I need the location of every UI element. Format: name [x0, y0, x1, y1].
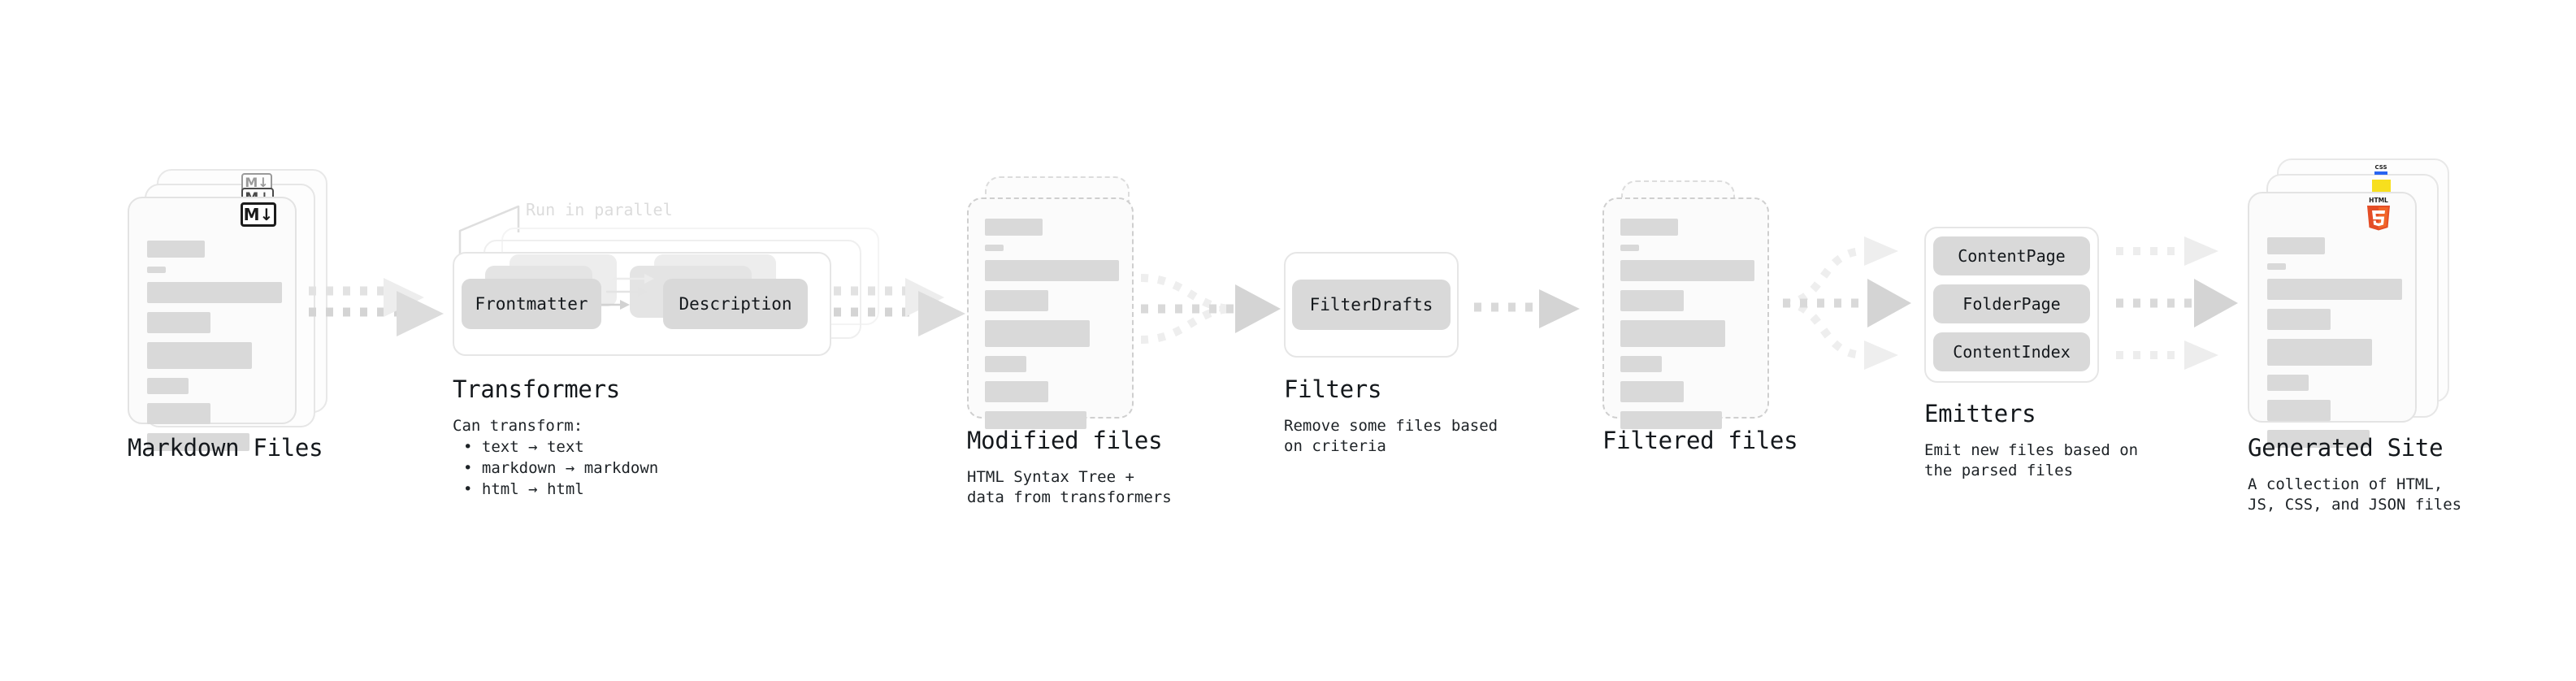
- doc-line: [1620, 411, 1723, 429]
- transformers-bullet-1: • markdown → markdown: [463, 459, 659, 477]
- site-card-front: [2248, 192, 2417, 448]
- html5-badge-icon: HTML: [2367, 197, 2390, 231]
- javascript-badge-icon: [2372, 180, 2391, 193]
- doc-line: [147, 342, 253, 369]
- doc-line: [147, 282, 282, 303]
- doc-line: [985, 411, 1087, 429]
- doc-line: [985, 260, 1119, 281]
- modified-files-description: HTML Syntax Tree + data from transformer…: [967, 468, 1172, 506]
- css-badge-label: CSS: [2374, 164, 2387, 171]
- markdown-card-front: [128, 197, 297, 451]
- markdown-badge-icon: M↓: [241, 202, 276, 227]
- doc-line: [985, 381, 1048, 402]
- css-badge-bar: [2374, 171, 2387, 175]
- stage-title-filters: Filters: [1284, 375, 1382, 403]
- transformers-bullet-2: • html → html: [463, 480, 584, 498]
- doc-line: [147, 241, 206, 258]
- connector-filters-to-filtered: [1474, 289, 1580, 328]
- modified-card-lines: [985, 219, 1119, 438]
- transformer-node-description[interactable]: Description: [663, 279, 808, 329]
- doc-line: [2267, 237, 2326, 254]
- emitter-node-folderpage[interactable]: FolderPage: [1933, 284, 2090, 323]
- transformers-bullet-0: • text → text: [463, 438, 584, 456]
- markdown-card-lines: [147, 241, 282, 460]
- doc-line: [147, 378, 189, 394]
- doc-line: [147, 312, 211, 333]
- doc-line: [2267, 339, 2373, 366]
- doc-line: [2267, 279, 2402, 300]
- doc-line: [2267, 430, 2370, 448]
- filters-description: Remove some files based on criteria: [1284, 417, 1498, 455]
- doc-line: [1620, 381, 1684, 402]
- filtered-card-lines: [1620, 219, 1754, 438]
- stage-title-emitters: Emitters: [1924, 400, 2036, 427]
- doc-line: [985, 320, 1090, 347]
- filtered-card-front: [1602, 197, 1769, 429]
- css3-badge-icon: CSS: [2374, 165, 2387, 175]
- connector-transformers-to-modified: [834, 278, 965, 336]
- doc-line: [1620, 320, 1725, 347]
- emitters-description: Emit new files based on the parsed files: [1924, 441, 2139, 479]
- transformer-inner-arrows: [589, 274, 654, 310]
- stage-title-markdown-files: Markdown Files: [128, 434, 323, 462]
- doc-line: [147, 403, 211, 424]
- doc-line: [985, 290, 1048, 311]
- transformer-node-frontmatter[interactable]: Frontmatter: [462, 279, 601, 329]
- doc-line: [2267, 375, 2309, 391]
- doc-line: [985, 356, 1027, 372]
- doc-line: [2267, 400, 2331, 421]
- transformers-description-intro: Can transform:: [453, 417, 583, 435]
- doc-line: [1620, 290, 1684, 311]
- stage-title-transformers: Transformers: [453, 375, 620, 403]
- connector-emitters-to-site: [2116, 236, 2238, 370]
- doc-line: [147, 267, 167, 273]
- stage-title-modified-files: Modified files: [967, 427, 1163, 454]
- doc-line: [2267, 263, 2287, 270]
- stage-title-filtered-files: Filtered files: [1602, 427, 1798, 454]
- doc-line: [1620, 260, 1754, 281]
- emitter-node-contentindex[interactable]: ContentIndex: [1933, 332, 2090, 371]
- site-card-lines: [2267, 237, 2402, 457]
- connector-modified-to-filters: [1140, 274, 1281, 344]
- doc-line: [1620, 219, 1678, 236]
- generated-site-description: A collection of HTML, JS, CSS, and JSON …: [2248, 475, 2462, 514]
- emitter-node-contentpage[interactable]: ContentPage: [1933, 236, 2090, 275]
- doc-line: [1620, 356, 1663, 372]
- doc-line: [1620, 245, 1640, 251]
- filter-node-filterdrafts[interactable]: FilterDrafts: [1292, 280, 1451, 330]
- doc-line: [147, 433, 250, 451]
- doc-line: [985, 219, 1043, 236]
- doc-line: [2267, 309, 2331, 330]
- stage-title-generated-site: Generated Site: [2248, 434, 2444, 462]
- run-in-parallel-label: Run in parallel: [526, 200, 673, 219]
- doc-line: [985, 245, 1004, 251]
- svg-text:HTML: HTML: [2369, 197, 2388, 204]
- modified-card-front: [967, 197, 1134, 429]
- run-in-parallel-bracket: [458, 205, 520, 257]
- connector-md-to-transformers: [309, 278, 444, 336]
- connector-filtered-to-emitters: [1782, 236, 1911, 370]
